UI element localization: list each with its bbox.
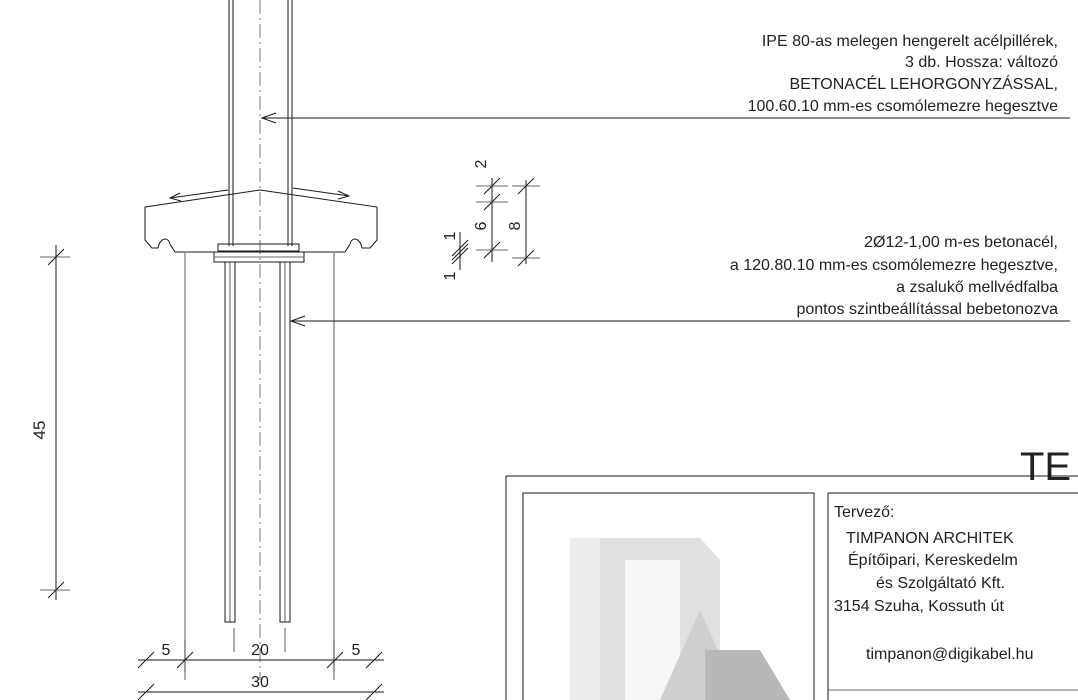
company-email: timpanon@digikabel.hu xyxy=(866,646,1033,663)
dimension-45 xyxy=(40,245,70,600)
dim-label-5-left: 5 xyxy=(162,642,171,659)
base-plate xyxy=(217,243,300,252)
callout-lower-line2: a 120.80.10 mm-es csomólemezre hegesztve… xyxy=(730,257,1058,274)
callout-lower-line3: a zsalukő mellvédfalba xyxy=(896,279,1058,296)
callout-upper-line4: 100.60.10 mm-es csomólemezre hegesztve xyxy=(748,98,1058,115)
callout-upper-line3: BETONACÉL LEHORGONYZÁSSAL, xyxy=(789,74,1058,93)
dim-label-30: 30 xyxy=(251,674,269,691)
dim-label-8: 8 xyxy=(507,221,524,230)
title-block-frame xyxy=(505,475,1078,700)
callout-upper-leader xyxy=(260,112,1070,124)
dim-label-6: 6 xyxy=(473,221,490,230)
company-name-line1: TIMPANON ARCHITEK xyxy=(846,530,1014,547)
designer-label: Tervező: xyxy=(834,504,894,521)
dim-label-20: 20 xyxy=(251,642,269,659)
callout-upper-line1: IPE 80-as melegen hengerelt acélpillérek… xyxy=(762,33,1058,50)
dim-label-2: 2 xyxy=(473,159,490,168)
drawing-title: TE xyxy=(1020,445,1071,489)
company-name-line2: Építőipari, Kereskedelm xyxy=(848,550,1018,569)
steel-column xyxy=(228,0,293,246)
dim-label-1b: 1 xyxy=(442,271,459,280)
dimension-45-label: 45 xyxy=(30,421,49,440)
callout-lower-line4: pontos szintbeállítással bebetonozva xyxy=(796,301,1058,318)
parapet-wall xyxy=(184,253,335,680)
dim-label-1a: 1 xyxy=(442,231,459,240)
dim-label-5-right: 5 xyxy=(352,642,361,659)
capstone-outline xyxy=(144,189,378,253)
company-address: 3154 Szuha, Kossuth út xyxy=(834,598,1004,615)
company-logo xyxy=(570,538,790,700)
company-name-line3: és Szolgáltató Kft. xyxy=(876,575,1005,592)
slope-arrows xyxy=(168,187,351,202)
rebars xyxy=(224,261,291,623)
callout-upper-line2: 3 db. Hossza: változó xyxy=(905,54,1058,71)
plate-thickness-dimensions xyxy=(451,177,540,270)
callout-lower-line1: 2Ø12-1,00 m-es betonacél, xyxy=(864,234,1058,251)
dimension-width-row2 xyxy=(137,683,384,700)
dimension-width-row1 xyxy=(137,628,384,672)
callout-lower-leader xyxy=(289,315,1070,327)
